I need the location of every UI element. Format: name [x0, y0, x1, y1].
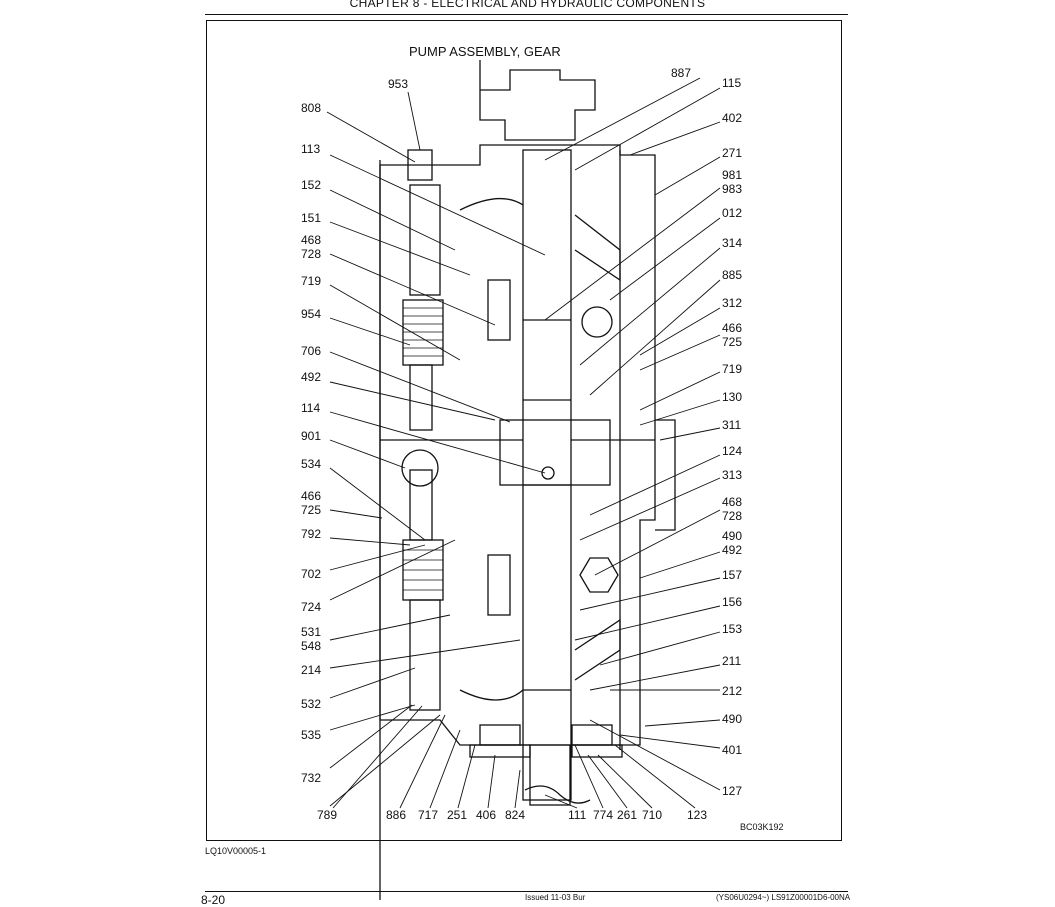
part-label: 113	[301, 142, 321, 156]
part-label: 468	[722, 495, 743, 509]
part-label: 824	[505, 808, 526, 822]
part-label: 954	[301, 307, 322, 321]
part-label: 127	[722, 784, 743, 798]
part-label: 728	[301, 247, 322, 261]
part-label: 490	[722, 529, 743, 543]
page-number: 8-20	[201, 893, 226, 907]
part-label: 313	[722, 468, 743, 482]
part-label: 157	[722, 568, 743, 582]
part-label: 406	[476, 808, 497, 822]
part-label: 725	[301, 503, 322, 517]
part-label: 466	[301, 489, 322, 503]
part-label: 702	[301, 567, 322, 581]
part-label: 725	[722, 335, 743, 349]
part-label: 312	[722, 296, 743, 310]
part-label: 710	[642, 808, 663, 822]
part-label: 124	[722, 444, 743, 458]
part-label: 789	[317, 808, 338, 822]
figure-frame	[206, 20, 842, 841]
part-label: 314	[722, 236, 743, 250]
figure-code: BC03K192	[740, 822, 784, 832]
part-label: 261	[617, 808, 638, 822]
part-label: 212	[722, 684, 743, 698]
part-label: 492	[722, 543, 743, 557]
footer-code: (YS06U0294~) LS91Z00001D6-00NA	[716, 893, 851, 902]
issued-date: Issued 11-03 Bur	[525, 893, 586, 902]
part-label: 792	[301, 527, 322, 541]
part-label: 732	[301, 771, 322, 785]
part-label: 123	[687, 808, 708, 822]
part-label: 151	[301, 211, 322, 225]
part-label: 402	[722, 111, 743, 125]
part-label: 534	[301, 457, 322, 471]
figure-title: PUMP ASSEMBLY, GEAR	[409, 44, 561, 59]
part-label: 492	[301, 370, 322, 384]
header-rule	[205, 14, 848, 15]
part-label: 774	[593, 808, 614, 822]
part-label: 211	[722, 654, 742, 668]
part-label: 717	[418, 808, 439, 822]
part-label: 153	[722, 622, 743, 636]
part-label: 468	[301, 233, 322, 247]
part-label: 706	[301, 344, 322, 358]
part-label: 271	[722, 146, 743, 160]
part-label: 532	[301, 697, 322, 711]
part-label: 251	[447, 808, 468, 822]
part-label: 886	[386, 808, 407, 822]
part-label: 887	[671, 66, 692, 80]
part-label: 214	[301, 663, 322, 677]
part-label: 115	[722, 76, 742, 90]
part-label: 953	[388, 77, 409, 91]
part-label: 130	[722, 390, 743, 404]
document-id: LQ10V00005-1	[205, 846, 267, 856]
part-label: 885	[722, 268, 743, 282]
part-label: 719	[301, 274, 322, 288]
part-label: 808	[301, 101, 322, 115]
part-label: 535	[301, 728, 322, 742]
part-label: 719	[722, 362, 743, 376]
part-label: 724	[301, 600, 322, 614]
part-label: 466	[722, 321, 743, 335]
part-label: 490	[722, 712, 743, 726]
part-label: 983	[722, 182, 743, 196]
part-label: 401	[722, 743, 743, 757]
part-label: 012	[722, 206, 743, 220]
part-label: 311	[722, 418, 742, 432]
part-label: 901	[301, 429, 322, 443]
part-label: 152	[301, 178, 322, 192]
part-label: 531	[301, 625, 322, 639]
chapter-title: CHAPTER 8 - ELECTRICAL AND HYDRAULIC COM…	[349, 0, 706, 10]
part-label: 111	[568, 808, 587, 822]
part-label: 548	[301, 639, 322, 653]
footer-rule	[205, 891, 848, 892]
part-label: 114	[301, 401, 321, 415]
part-label: 156	[722, 595, 743, 609]
part-label: 728	[722, 509, 743, 523]
part-label: 981	[722, 168, 743, 182]
